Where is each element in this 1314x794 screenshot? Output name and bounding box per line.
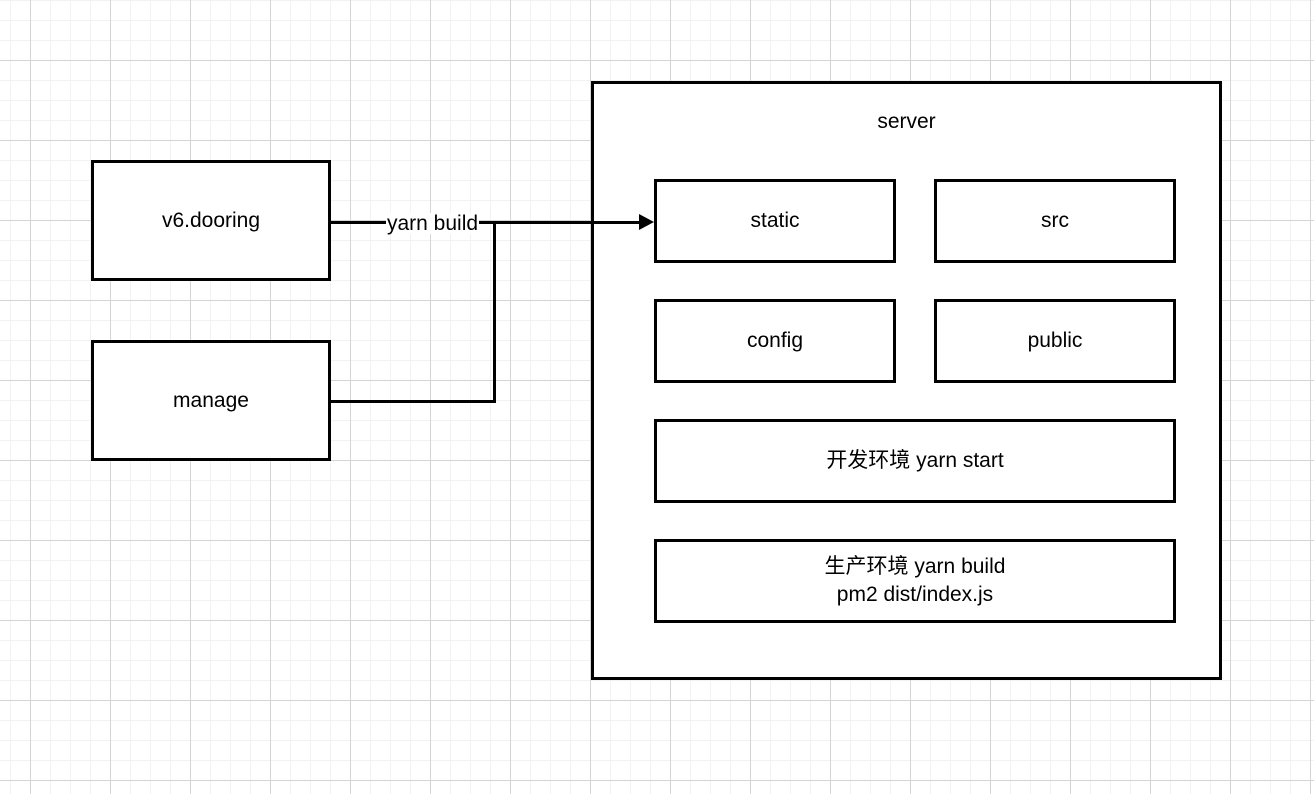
node-prod-environment[interactable]: 生产环境 yarn build pm2 dist/index.js xyxy=(654,539,1176,623)
node-manage[interactable]: manage xyxy=(91,340,331,461)
edge-segment-vertical-riser xyxy=(493,221,496,403)
edge-segment-manage-horizontal xyxy=(331,400,496,403)
node-public[interactable]: public xyxy=(934,299,1176,383)
edge-segment-to-server-horizontal xyxy=(493,221,641,224)
node-manage-label: manage xyxy=(173,388,249,412)
node-v6-dooring[interactable]: v6.dooring xyxy=(91,160,331,281)
node-static[interactable]: static xyxy=(654,179,896,263)
edge-label-yarn-build: yarn build xyxy=(386,212,480,235)
node-prod-environment-label: 生产环境 yarn build pm2 dist/index.js xyxy=(824,555,1006,606)
node-config[interactable]: config xyxy=(654,299,896,383)
server-container-title: server xyxy=(877,110,936,133)
node-dev-environment[interactable]: 开发环境 yarn start xyxy=(654,419,1176,503)
node-dev-environment-label: 开发环境 yarn start xyxy=(826,449,1004,473)
node-src-label: src xyxy=(1041,209,1069,233)
node-config-label: config xyxy=(746,329,804,353)
node-public-label: public xyxy=(1027,329,1083,353)
arrow-head-icon xyxy=(639,214,654,230)
node-src[interactable]: src xyxy=(934,179,1176,263)
node-v6-dooring-label: v6.dooring xyxy=(161,208,261,232)
node-static-label: static xyxy=(750,209,800,233)
